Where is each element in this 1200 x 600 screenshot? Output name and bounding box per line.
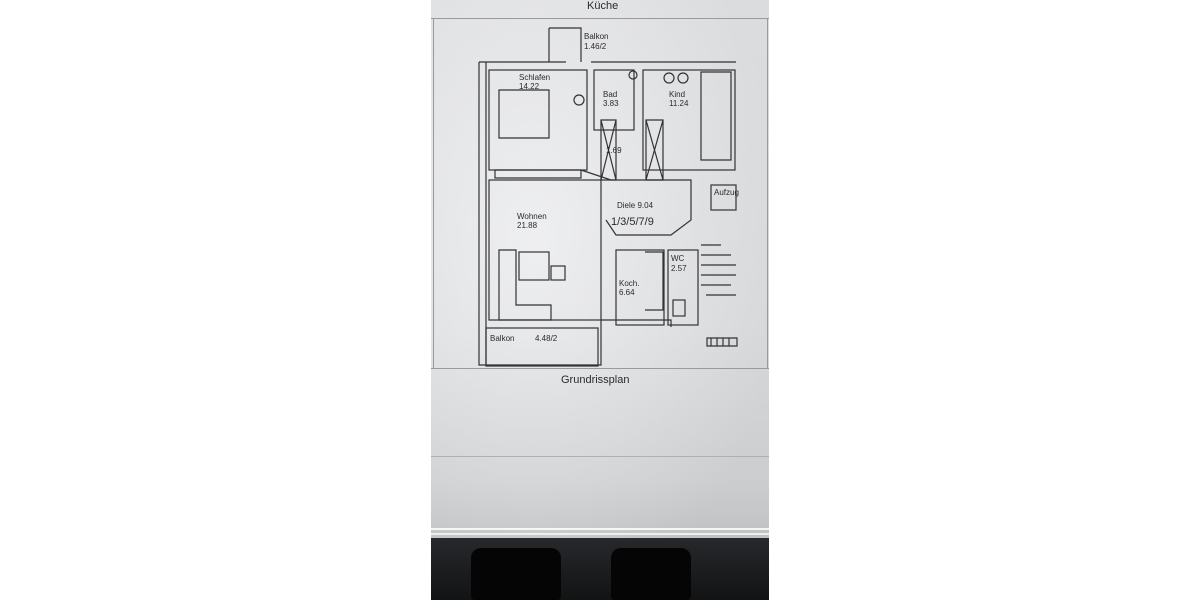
kind-room	[642, 69, 736, 171]
bed	[498, 89, 550, 139]
top-caption: Küche	[587, 0, 619, 12]
balkon-top-label: Balkon	[584, 32, 609, 41]
frame-bottom-rule	[431, 368, 769, 369]
frame-left-border	[433, 18, 434, 368]
balkon-bottom-area: 4.48/2	[535, 334, 558, 343]
left-shoe	[471, 548, 561, 600]
balkon-bottom-outline	[485, 327, 599, 367]
top-rule	[431, 18, 769, 19]
koch-label: Koch.	[619, 279, 640, 288]
floor-plan-photo: Küche	[431, 0, 769, 600]
diele-outline	[580, 169, 692, 236]
plan-caption: Grundrissplan	[561, 374, 630, 386]
right-shoe	[611, 548, 691, 600]
balkon-top-area: 1.46/2	[584, 42, 607, 51]
page-edge-1	[431, 528, 769, 530]
bad-fixture	[573, 94, 585, 106]
radiator	[706, 337, 738, 347]
coffee-table	[518, 251, 550, 281]
aufzug-label: Aufzug	[714, 188, 739, 197]
kind-label: Kind	[669, 90, 686, 99]
bad-area: 3.83	[603, 99, 619, 108]
armchair	[550, 265, 566, 281]
page-divider	[431, 456, 769, 457]
kind-fixture-2	[677, 72, 689, 84]
bad-fixture-2	[628, 70, 638, 80]
schlafen-label: Schlafen	[519, 73, 551, 82]
kind-area: 11.24	[669, 99, 689, 108]
flur-area: 1.69	[606, 146, 622, 155]
wc-room	[667, 249, 699, 326]
diele-label: Diele 9.04	[617, 201, 654, 210]
wardrobe	[494, 169, 582, 179]
wohnen-area: 21.88	[517, 221, 538, 230]
outer-wall	[478, 62, 672, 366]
wc-fixture	[672, 299, 686, 317]
stairs	[701, 244, 736, 296]
aufzug-shaft	[710, 184, 737, 211]
wc-area: 2.57	[671, 264, 687, 273]
wc-label: WC	[671, 254, 685, 263]
sofa	[498, 249, 552, 321]
bad-label: Bad	[603, 90, 618, 99]
counter	[645, 251, 664, 311]
frame-right-border	[767, 18, 768, 368]
floor-plan-drawing	[478, 27, 738, 367]
schlafen-area: 14.22	[519, 82, 540, 91]
kind-fixture	[663, 72, 675, 84]
shaft-2	[645, 119, 664, 181]
wohnen-label: Wohnen	[517, 212, 547, 221]
balkon-bottom-label: Balkon	[490, 334, 515, 343]
koch-area: 6.64	[619, 288, 635, 297]
unit-numbers: 1/3/5/7/9	[611, 216, 654, 228]
page-edge-2	[431, 533, 769, 535]
koch-room	[615, 249, 665, 326]
balkon-top-outline	[548, 27, 582, 62]
kind-bed	[700, 71, 732, 161]
